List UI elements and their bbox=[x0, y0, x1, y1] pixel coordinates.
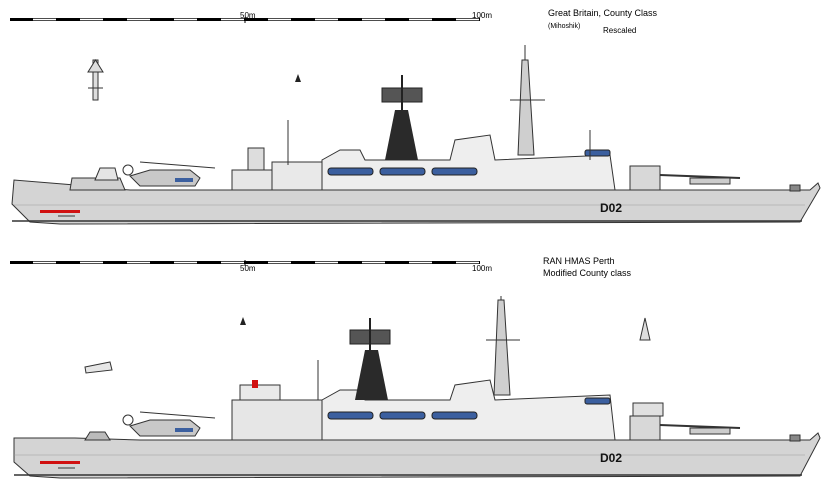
bottom-small-aircraft-icon bbox=[240, 317, 246, 325]
top-scale-bar bbox=[10, 17, 480, 23]
top-red-nameplate bbox=[40, 210, 80, 213]
top-fore-mast bbox=[510, 45, 545, 156]
bottom-ship bbox=[13, 296, 821, 479]
top-helicopter bbox=[122, 161, 216, 187]
bottom-scale-end-label: 100m bbox=[472, 264, 493, 273]
top-hangar bbox=[231, 169, 273, 191]
bottom-helicopter bbox=[122, 411, 216, 437]
top-main-mast bbox=[381, 75, 423, 160]
bottom-main-mast bbox=[349, 318, 391, 400]
bottom-title: RAN HMAS Perth bbox=[543, 256, 615, 266]
bottom-subtitle: Modified County class bbox=[543, 268, 632, 278]
bottom-aircraft-icon bbox=[84, 361, 113, 374]
top-scale-mid-label: 50m bbox=[240, 11, 256, 20]
top-superstructure bbox=[321, 134, 616, 191]
top-title: Great Britain, County Class bbox=[548, 8, 658, 18]
top-hull-number: D02 bbox=[600, 201, 622, 215]
top-missile-icon bbox=[87, 59, 104, 101]
top-scale-end-label: 100m bbox=[472, 11, 493, 20]
bottom-missile-icon bbox=[639, 317, 651, 341]
top-fwd-turret bbox=[629, 165, 661, 191]
bottom-fore-mast bbox=[486, 296, 520, 396]
top-small-aircraft-icon bbox=[295, 74, 301, 82]
top-hull bbox=[11, 179, 821, 225]
bottom-hangar bbox=[231, 399, 323, 441]
bottom-scale-mid-label: 50m bbox=[240, 264, 256, 273]
bottom-fwd-turret bbox=[629, 415, 661, 441]
top-note: Rescaled bbox=[603, 26, 637, 35]
bottom-superstructure bbox=[321, 379, 616, 441]
bottom-hull bbox=[13, 432, 821, 479]
bottom-boats bbox=[327, 397, 611, 420]
bottom-scale-bar bbox=[10, 260, 480, 266]
top-boats bbox=[327, 149, 611, 176]
top-ship bbox=[11, 45, 821, 225]
bottom-red-nameplate bbox=[40, 461, 80, 464]
top-author: (Mihoshik) bbox=[548, 23, 581, 30]
bottom-hull-number: D02 bbox=[600, 451, 622, 465]
